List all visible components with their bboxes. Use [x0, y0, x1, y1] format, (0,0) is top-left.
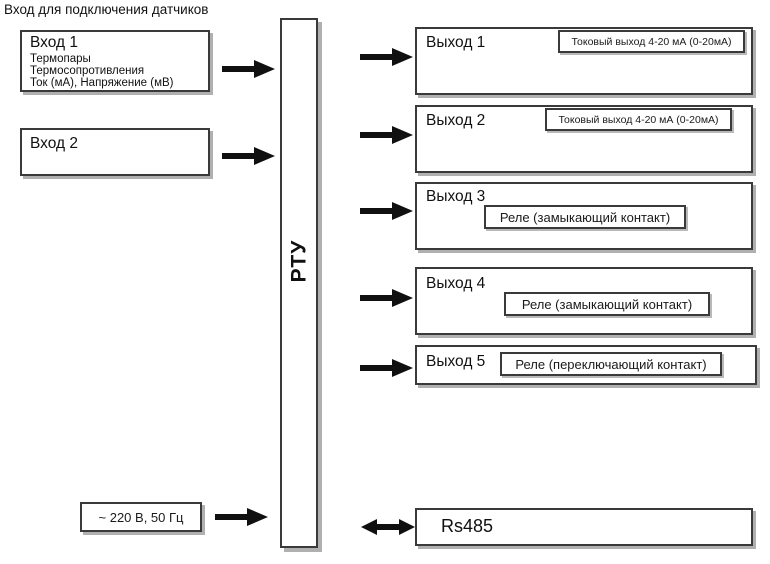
rs485-label: Rs485: [441, 516, 494, 536]
input-2-title: Вход 2: [30, 135, 78, 152]
power-supply-box: ~ 220 В, 50 Гц: [80, 502, 202, 532]
output-2-label-box: Токовый выход 4-20 мА (0-20мА): [545, 108, 732, 131]
input-1-line-2: Термосопротивления: [30, 65, 145, 77]
output-1-title: Выход 1: [426, 34, 486, 51]
arrow-unit-to-output-4: [360, 287, 414, 309]
output-2-title: Выход 2: [426, 112, 486, 129]
output-5-label: Реле (переключающий контакт): [515, 356, 707, 372]
output-5-title: Выход 5: [426, 353, 486, 370]
output-1-label: Токовый выход 4-20 мА (0-20мА): [571, 35, 732, 48]
input-1-line-1: Термопары: [30, 53, 91, 65]
output-1-label-box: Токовый выход 4-20 мА (0-20мА): [558, 30, 745, 53]
arrow-unit-rs485-bidirectional: [360, 516, 416, 538]
output-3-title: Выход 3: [426, 188, 486, 205]
arrow-unit-to-output-1: [360, 46, 414, 68]
output-2-label: Токовый выход 4-20 мА (0-20мА): [558, 113, 719, 126]
central-unit-label-wrap: РТУ: [280, 216, 318, 306]
power-supply-label: ~ 220 В, 50 Гц: [98, 509, 184, 525]
output-4-label-box: Реле (замыкающий контакт): [504, 292, 710, 316]
input-box-2: [20, 128, 210, 176]
central-unit-label: РТУ: [287, 239, 310, 283]
output-3-label-box: Реле (замыкающий контакт): [484, 205, 686, 229]
input-1-title: Вход 1: [30, 34, 78, 51]
arrow-unit-to-output-2: [360, 124, 414, 146]
input-1-line-3: Ток (мА), Напряжение (мВ): [30, 77, 174, 89]
output-5-label-box: Реле (переключающий контакт): [500, 352, 722, 376]
output-4-title: Выход 4: [426, 275, 486, 292]
arrow-unit-to-output-5: [360, 357, 414, 379]
output-4-label: Реле (замыкающий контакт): [521, 296, 693, 312]
arrow-unit-to-output-3: [360, 200, 414, 222]
output-3-label: Реле (замыкающий контакт): [499, 209, 671, 225]
central-unit-rtu: [280, 18, 318, 548]
arrow-input-1-to-unit: [222, 58, 276, 80]
sensor-input-caption: Вход для подключения датчиков: [4, 2, 209, 17]
arrow-input-2-to-unit: [222, 145, 276, 167]
rs485-box: [415, 508, 753, 546]
input-box-1: [20, 30, 210, 92]
arrow-power-to-unit: [215, 506, 269, 528]
